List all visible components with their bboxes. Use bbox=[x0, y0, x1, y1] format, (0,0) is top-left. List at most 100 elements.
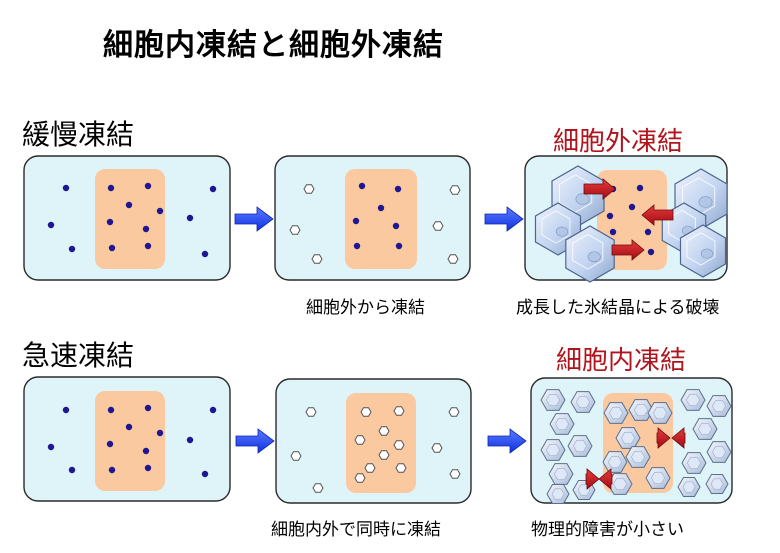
solute-dot bbox=[108, 466, 116, 474]
small-ice-crystal-inner bbox=[710, 478, 724, 490]
large-ice-crystal-core bbox=[575, 193, 590, 205]
process-arrow bbox=[487, 428, 527, 454]
damage-arrow bbox=[611, 239, 645, 261]
small-ice-crystal-inner bbox=[634, 403, 648, 417]
solute-dot bbox=[628, 203, 636, 211]
small-ice-crystal-inner bbox=[613, 477, 627, 491]
solute-dot bbox=[353, 242, 361, 250]
extracellular-freezing-title: 細胞外凍結 bbox=[553, 127, 684, 157]
solute-dot bbox=[186, 214, 194, 222]
small-ice-crystal-inner bbox=[651, 471, 665, 485]
large-ice-crystal-core bbox=[698, 196, 713, 208]
caption-fast-step3: 物理的障害が小さい bbox=[531, 520, 684, 540]
solute-dot bbox=[108, 244, 116, 252]
large-ice-crystal-facet bbox=[559, 174, 593, 213]
small-ice-crystal bbox=[364, 463, 376, 473]
solute-dot bbox=[68, 466, 76, 474]
damage-arrow bbox=[671, 427, 686, 449]
small-ice-crystal-inner bbox=[546, 393, 560, 407]
solute-dot bbox=[186, 436, 194, 444]
small-ice-crystal-inner bbox=[554, 467, 568, 481]
small-ice-crystal bbox=[393, 406, 405, 416]
solute-dot bbox=[144, 404, 152, 412]
solute-dot bbox=[606, 212, 614, 220]
small-ice-crystal bbox=[395, 463, 407, 473]
small-ice-crystal bbox=[303, 184, 315, 194]
solute-dot bbox=[201, 250, 209, 258]
small-ice-crystal bbox=[311, 254, 323, 264]
small-ice-crystal bbox=[289, 225, 301, 235]
large-ice-crystal-core bbox=[587, 251, 601, 263]
small-ice-crystal bbox=[448, 407, 460, 417]
small-ice-crystal-inner bbox=[686, 393, 700, 407]
caption-fast-step2: 細胞内外で同時に凍結 bbox=[271, 520, 441, 540]
small-ice-crystal-inner bbox=[712, 445, 726, 459]
small-ice-crystal bbox=[305, 407, 317, 417]
slow-freezing-label: 緩慢凍結 bbox=[22, 118, 135, 151]
solute-dot bbox=[62, 184, 70, 192]
small-ice-crystal bbox=[393, 440, 405, 450]
solute-dot bbox=[106, 218, 114, 226]
solute-dot bbox=[62, 406, 70, 414]
solute-dot bbox=[392, 222, 400, 230]
intracellular-freezing-title: 細胞内凍結 bbox=[556, 346, 687, 376]
solute-dot bbox=[352, 217, 360, 225]
solute-dot bbox=[636, 184, 644, 192]
large-ice-crystal-facet bbox=[572, 233, 604, 270]
small-ice-crystal-inner bbox=[631, 450, 645, 464]
damage-arrow bbox=[641, 204, 674, 226]
solute-dot bbox=[209, 406, 217, 414]
small-ice-crystal-inner bbox=[551, 488, 565, 500]
solute-dot bbox=[47, 443, 55, 451]
solute-dot bbox=[395, 242, 403, 250]
small-ice-crystal bbox=[432, 221, 444, 231]
solute-dot bbox=[144, 464, 152, 472]
solute-dot bbox=[142, 447, 150, 455]
solute-dot bbox=[358, 182, 366, 190]
small-ice-crystal bbox=[354, 435, 366, 445]
solute-dot bbox=[647, 248, 655, 256]
solute-dot bbox=[609, 228, 617, 236]
small-ice-crystal-inner bbox=[653, 406, 667, 420]
damage-arrow bbox=[583, 178, 616, 200]
small-ice-crystal bbox=[431, 443, 443, 453]
solute-dot bbox=[209, 185, 217, 193]
process-arrow bbox=[234, 206, 274, 232]
solute-dot bbox=[47, 221, 55, 229]
diagram-title: 細胞内凍結と細胞外凍結 bbox=[103, 28, 444, 63]
damage-arrow bbox=[656, 427, 671, 449]
large-ice-crystal-core bbox=[700, 248, 713, 259]
small-ice-crystal bbox=[378, 426, 390, 436]
cell-fast-initial bbox=[95, 391, 165, 491]
damage-arrow bbox=[585, 468, 600, 490]
small-ice-crystal-inner bbox=[687, 456, 701, 470]
solute-dot bbox=[107, 184, 115, 192]
small-ice-crystal bbox=[290, 451, 302, 461]
solute-dot bbox=[125, 423, 133, 431]
solute-dot bbox=[377, 204, 385, 212]
small-ice-crystal-inner bbox=[576, 395, 590, 409]
solute-dot bbox=[106, 440, 114, 448]
solute-dot bbox=[144, 182, 152, 190]
process-arrow bbox=[235, 428, 275, 454]
large-ice-crystal-facet bbox=[541, 210, 571, 244]
solute-dot bbox=[107, 406, 115, 414]
damage-arrow bbox=[598, 468, 613, 490]
small-ice-crystal-inner bbox=[712, 399, 726, 413]
small-ice-crystal bbox=[449, 469, 461, 479]
small-ice-crystal bbox=[449, 185, 461, 195]
solute-dot bbox=[394, 185, 402, 193]
caption-slow-step3: 成長した氷結晶による破壊 bbox=[516, 298, 720, 318]
large-ice-crystal-core bbox=[555, 226, 568, 237]
solute-dot bbox=[201, 470, 209, 478]
small-ice-crystal bbox=[378, 450, 390, 460]
solute-dot bbox=[644, 228, 652, 236]
small-ice-crystal-inner bbox=[682, 481, 696, 493]
small-ice-crystal bbox=[360, 407, 372, 417]
small-ice-crystal-inner bbox=[621, 431, 635, 445]
small-ice-crystal bbox=[354, 473, 366, 483]
solute-dot bbox=[142, 225, 150, 233]
small-ice-crystal-inner bbox=[555, 417, 569, 431]
solute-dot bbox=[68, 245, 76, 253]
